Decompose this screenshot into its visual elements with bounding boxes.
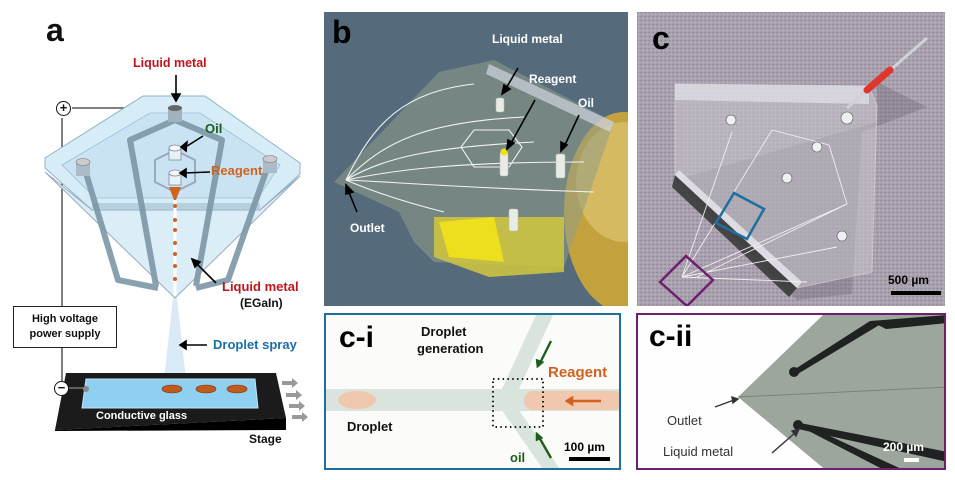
ground-contact (83, 386, 89, 392)
panel-letter-c: c (652, 20, 670, 56)
side-inlet-left (75, 158, 91, 176)
arrow-outlet (714, 399, 735, 408)
chip-cut-face (672, 175, 797, 297)
arrow-oil (563, 114, 580, 148)
scale-bar-500um (891, 291, 941, 295)
label-reagent: Reagent (529, 72, 577, 86)
oil-arrow-bottom (537, 436, 553, 459)
scale-bar-100um (569, 457, 610, 461)
oil-inlet (168, 144, 182, 161)
droplet-spray-cone (164, 298, 186, 380)
positive-terminal-icon: + (56, 101, 71, 116)
label-droplet-generation-line1: Droplet (421, 324, 467, 339)
label-outlet: Outlet (667, 413, 702, 428)
arrow-liquid-metal-bottom (194, 261, 217, 284)
chip-edge-light (486, 64, 614, 132)
panel-ci-droplet-generation: c-i Droplet generation Reagent Droplet o… (324, 313, 621, 470)
label-liquid-metal: Liquid metal (663, 444, 734, 459)
liquid-metal-channels (80, 117, 273, 291)
device-photo-svg (334, 60, 628, 306)
label-droplet-spray: Droplet spray (213, 337, 297, 352)
deposited-droplets (161, 384, 248, 394)
scale-label-100um: 100 µm (564, 440, 605, 454)
panel-letter-b: b (332, 14, 352, 50)
inlet-posts (495, 97, 566, 232)
hexagon-channel (460, 129, 523, 168)
panel-letter-a: a (46, 12, 64, 48)
liquid-metal-channel-bottom (795, 422, 944, 462)
arrow-reagent (509, 99, 536, 146)
inset-box-c-i (714, 191, 766, 241)
panel-letter-cii: c-ii (649, 320, 693, 353)
panel-cii-outlet-micrograph: c-ii Outlet Liquid metal 200 µm (636, 313, 946, 470)
oil-channel-bottom (501, 409, 560, 468)
chip-tip-region (738, 315, 944, 468)
liquid-metal-channel-bottom-2 (801, 425, 900, 468)
label-reagent: Reagent (211, 163, 263, 178)
scale-label-500um: 500 µm (888, 273, 929, 287)
label-oil: oil (510, 450, 526, 465)
high-voltage-power-supply-box: High voltage power supply (13, 306, 117, 348)
panel-c-chip-photo: c 500 µm (637, 12, 945, 306)
label-droplet: Droplet (347, 419, 393, 434)
label-reagent: Reagent (548, 364, 608, 381)
chip-yellow-fill (439, 217, 504, 262)
panel-a-schematic: a Liquid metal Oil Reagent Liquid metal … (0, 0, 320, 480)
chip-channels (681, 129, 848, 283)
label-outlet: Outlet (350, 221, 385, 235)
chip-inlets (725, 111, 854, 242)
stage-side (55, 418, 286, 431)
liquid-metal-channel-top (792, 321, 886, 375)
inset-box-c-ii (658, 254, 715, 306)
label-stage: Stage (249, 432, 282, 446)
label-liquid-metal-top: Liquid metal (133, 56, 207, 70)
liquid-metal-channel-top-2 (870, 315, 944, 329)
plus-sign: + (59, 100, 68, 115)
device-schematic-svg (44, 75, 308, 431)
liquid-metal-inlet (168, 105, 182, 122)
power-supply-line2: power supply (29, 328, 101, 340)
label-droplet-generation-line2: generation (417, 341, 484, 356)
conductive-glass (81, 378, 259, 409)
label-oil: Oil (205, 121, 223, 136)
red-insulation (863, 66, 894, 94)
negative-terminal-icon: − (54, 381, 69, 396)
outlet-micrograph-svg (714, 315, 944, 468)
junction-dotted-box (492, 378, 544, 428)
chip-top-face (334, 60, 614, 267)
label-oil: Oil (578, 96, 595, 110)
label-liquid-metal-bottom: Liquid metal (222, 279, 299, 294)
power-supply-line1: High voltage (31, 313, 98, 325)
droplet-generation-svg (326, 315, 619, 468)
panel-letter-ci: c-i (339, 321, 375, 354)
arrow-liquid-metal (771, 431, 797, 454)
label-liquid-metal: Liquid metal (492, 32, 563, 46)
scale-label-200um: 200 µm (883, 440, 924, 454)
label-conductive-glass: Conductive glass (96, 410, 188, 422)
label-egain: (EGaIn) (240, 296, 283, 310)
scale-bar-200um (904, 458, 919, 462)
stage-motion-arrows (282, 378, 308, 422)
arrow-reagent (183, 171, 211, 174)
chip-top-edge (675, 84, 869, 104)
droplet-train (173, 204, 177, 281)
oil-channel-top (501, 315, 553, 391)
droplet (338, 391, 376, 409)
minus-sign: − (57, 380, 66, 395)
side-inlet-right (262, 155, 278, 173)
fan-channels (345, 83, 595, 213)
center-channel (737, 386, 944, 398)
panel-b-device-photo: b Liquid metal Reagent Oil Outlet (324, 12, 628, 306)
oil-arrow-top (538, 340, 553, 364)
chip-photo-svg (637, 12, 945, 306)
